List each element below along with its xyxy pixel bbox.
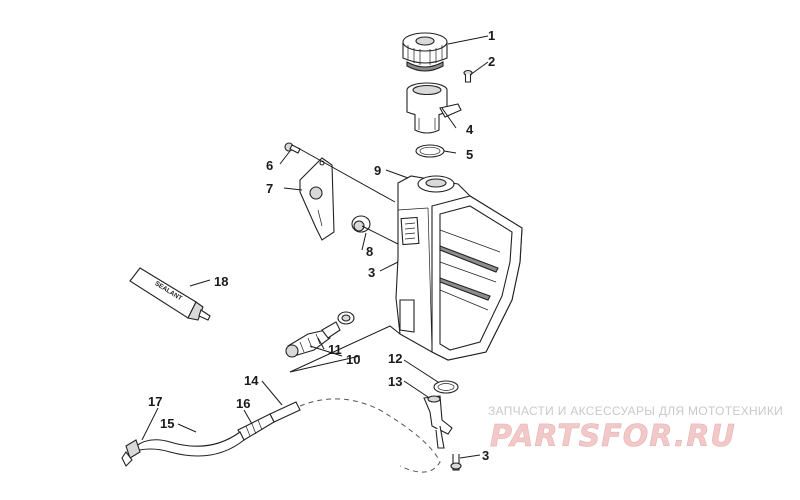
- watermark-logo: PARTSFOR.RU: [490, 419, 736, 454]
- callout-16: 16: [236, 396, 250, 411]
- fuel-tank: [395, 175, 523, 361]
- bolt: [284, 142, 301, 154]
- screw-bottom: [450, 454, 462, 471]
- filler-cap: [402, 32, 448, 72]
- watermark-tagline: ЗАПЧАСТИ И АКСЕССУАРЫ ДЛЯ МОТОТЕХНИКИ: [488, 404, 783, 418]
- callout-7: 7: [266, 181, 273, 196]
- callout-14: 14: [244, 373, 259, 388]
- o-ring-top: [415, 144, 445, 158]
- outlet-fitting: [423, 395, 453, 449]
- callout-9: 9: [374, 163, 381, 178]
- fuel-hose-assembly: [121, 398, 441, 473]
- callout-6: 6: [266, 158, 273, 173]
- vent-valve-assembly: [285, 311, 355, 358]
- callout-10: 10: [346, 352, 360, 367]
- screw-small: [463, 69, 473, 83]
- watermark: ЗАПЧАСТИ И АКСЕССУАРЫ ДЛЯ МОТОТЕХНИКИ PA…: [488, 404, 783, 454]
- sealant-tube: SEALANT: [129, 267, 211, 321]
- mounting-bracket: [299, 157, 335, 241]
- callout-labels: 1 2 4 5 6 9 7 8 3 18 11 10 12 13 14 17 1…: [148, 28, 495, 463]
- callout-2: 2: [488, 54, 495, 69]
- callout-3-upper: 3: [368, 265, 375, 280]
- callout-15: 15: [160, 416, 174, 431]
- o-ring-bottom: [433, 380, 459, 394]
- callout-4: 4: [466, 122, 474, 137]
- callout-5: 5: [466, 147, 473, 162]
- grommet: [351, 215, 371, 233]
- callout-8: 8: [366, 244, 373, 259]
- callout-11: 11: [328, 342, 342, 357]
- callout-17: 17: [148, 394, 162, 409]
- callout-13: 13: [388, 374, 402, 389]
- callout-3-lower: 3: [482, 448, 489, 463]
- leader-lines: [141, 35, 489, 459]
- filler-neck: [406, 82, 462, 134]
- callout-12: 12: [388, 351, 402, 366]
- callout-18: 18: [214, 274, 228, 289]
- callout-1: 1: [488, 28, 495, 43]
